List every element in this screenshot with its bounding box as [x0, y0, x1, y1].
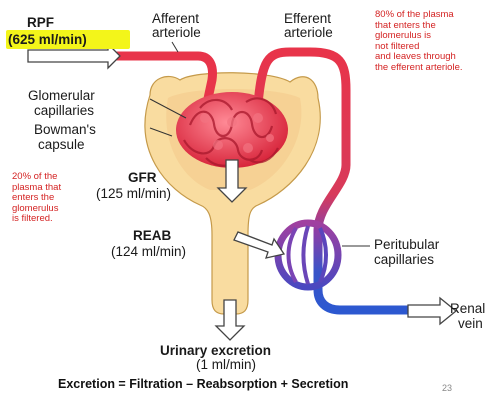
page-number: 23 [442, 383, 452, 393]
rpf-title: RPF [27, 15, 54, 30]
bowmans-label-1: Bowman's [34, 122, 96, 137]
reab-title: REAB [133, 228, 171, 243]
afferent-label-2: arteriole [152, 25, 201, 40]
peritubular-inner-2 [304, 226, 309, 284]
glomerular-label-2: capillaries [34, 103, 94, 118]
urinary-title: Urinary excretion [160, 343, 271, 358]
rpf-value: (625 ml/min) [8, 32, 87, 47]
renal-label-2: vein [458, 316, 483, 331]
renal-vein-arrow [408, 298, 456, 324]
bowmans-label-2: capsule [38, 137, 85, 152]
efferent-note: 80% of the plasma that enters the glomer… [375, 10, 493, 73]
afferent-label-1: Afferent [152, 11, 199, 26]
peritubular-label-1: Peritubular [374, 237, 439, 252]
gfr-value: (125 ml/min) [96, 186, 171, 201]
urinary-value: (1 ml/min) [196, 357, 256, 372]
filtered-note: 20% of the plasma that enters the glomer… [12, 172, 82, 225]
peritubular-inner-1 [289, 228, 297, 282]
efferent-label-1: Efferent [284, 11, 331, 26]
gfr-title: GFR [128, 170, 157, 185]
glomerular-label-1: Glomerular [28, 88, 95, 103]
leader-afferent [172, 42, 178, 52]
reab-value: (124 ml/min) [111, 244, 186, 259]
excretion-equation: Excretion = Filtration – Reabsorption + … [58, 377, 348, 391]
renal-label-1: Renal [450, 301, 485, 316]
peritubular-label-2: capillaries [374, 252, 434, 267]
glomerulus-tuft [176, 92, 288, 168]
efferent-label-2: arteriole [284, 25, 333, 40]
